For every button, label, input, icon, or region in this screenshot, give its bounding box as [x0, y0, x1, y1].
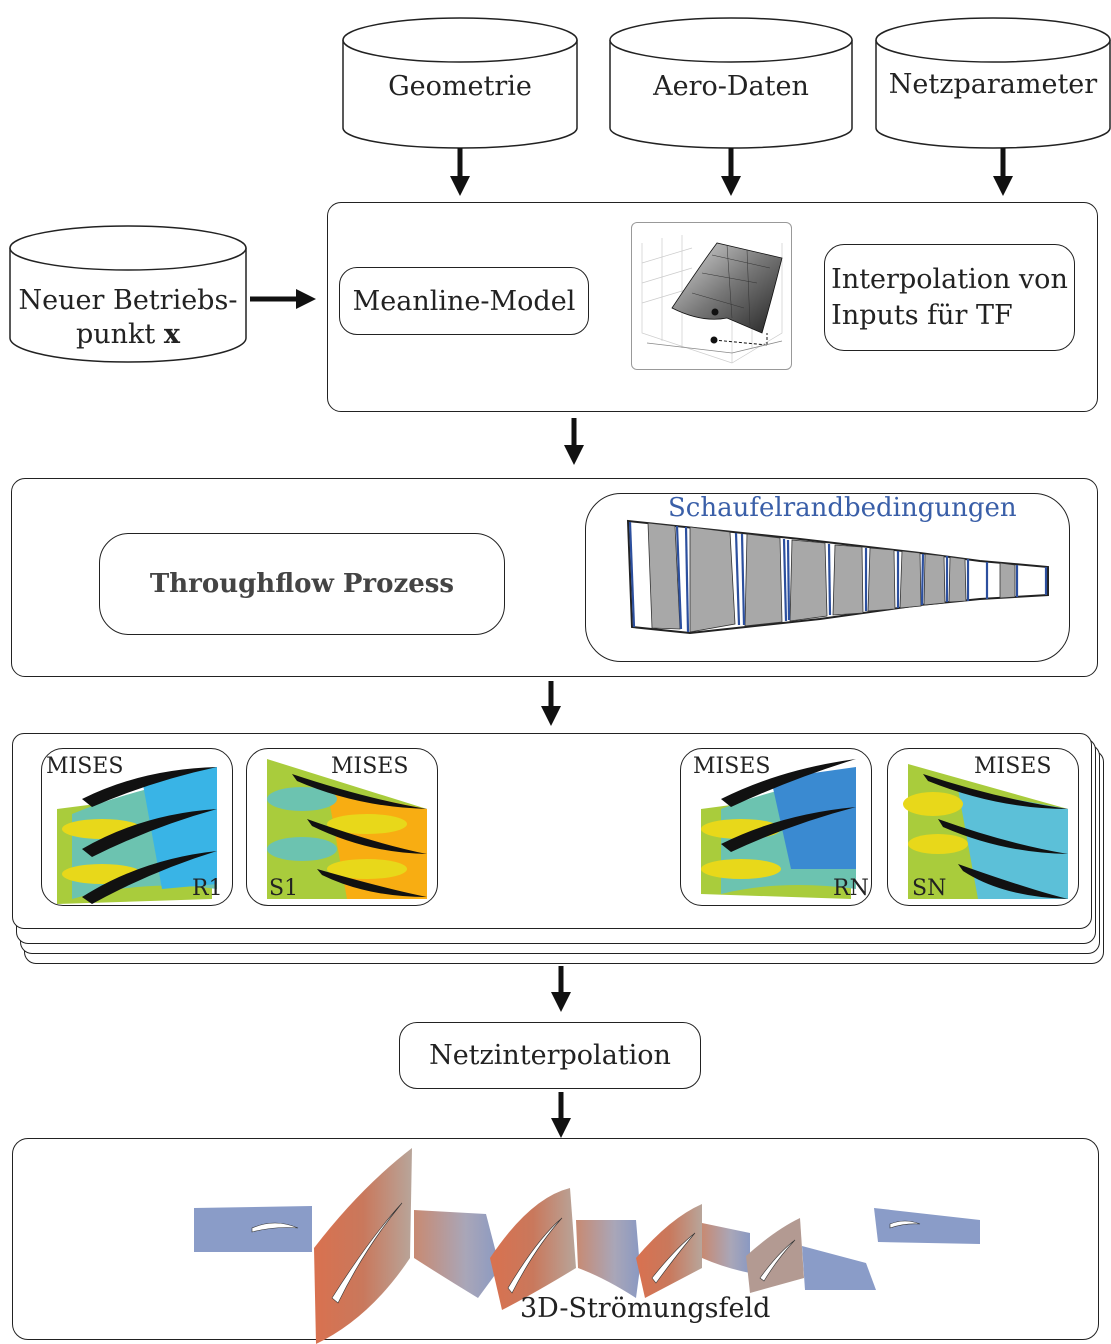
database-cylinder-icon	[609, 17, 853, 149]
new-point-line1: Neuer Betriebs-	[18, 285, 238, 316]
database-new-point-label: Neuer Betriebs- punkt x	[10, 284, 246, 352]
mises-panel-rn: MISES RN	[680, 748, 872, 906]
surface-plot-icon	[631, 222, 792, 370]
throughflow-process-label: Throughflow Prozess	[149, 569, 455, 599]
new-point-line2: punkt x	[10, 318, 246, 352]
database-cylinder-icon	[9, 225, 247, 363]
mises-rn-row: RN	[833, 876, 869, 901]
mises-panel-sn: MISES SN	[887, 748, 1079, 906]
meridional-channel-graphic	[626, 519, 1049, 635]
database-cylinder-icon	[342, 17, 578, 149]
mises-sn-solver: MISES	[974, 754, 1052, 779]
interpolation-line1: Interpolation von	[831, 264, 1068, 296]
mises-panel-r1: MISES R1	[41, 748, 233, 906]
mises-s1-row: S1	[269, 876, 299, 901]
mises-sn-row: SN	[912, 876, 947, 901]
interpolation-line2: Inputs für TF	[831, 299, 1013, 331]
new-point-text: punkt	[76, 318, 156, 350]
mesh-interpolation-box: Netzinterpolation	[399, 1022, 701, 1089]
mises-s1-solver: MISES	[331, 754, 409, 779]
mises-rn-solver: MISES	[693, 754, 771, 779]
database-aero-label: Aero-Daten	[653, 71, 809, 102]
mises-panel-s1: MISES S1	[246, 748, 438, 906]
throughflow-process-box: Throughflow Prozess	[99, 533, 505, 635]
database-cylinder-icon	[875, 17, 1111, 149]
meanline-model-label: Meanline-Model	[352, 285, 576, 317]
mesh-interpolation-label: Netzinterpolation	[429, 1040, 671, 1071]
database-geometry-label: Geometrie	[388, 71, 532, 102]
mises-r1-solver: MISES	[46, 754, 124, 779]
mises-r1-row: R1	[192, 876, 223, 901]
meanline-model-box: Meanline-Model	[339, 267, 589, 335]
flowfield-label: 3D-Strömungsfeld	[520, 1293, 771, 1324]
new-point-var: x	[163, 318, 180, 350]
interpolation-box: Interpolation von Inputs für TF	[824, 244, 1075, 351]
interpolation-text: Interpolation von Inputs für TF	[831, 262, 1068, 332]
blade-bc-label: Schaufelrandbedingungen	[668, 493, 1017, 523]
flowfield-3d-graphic	[194, 1148, 980, 1344]
database-mesh-params-label: Netzparameter	[888, 69, 1098, 100]
